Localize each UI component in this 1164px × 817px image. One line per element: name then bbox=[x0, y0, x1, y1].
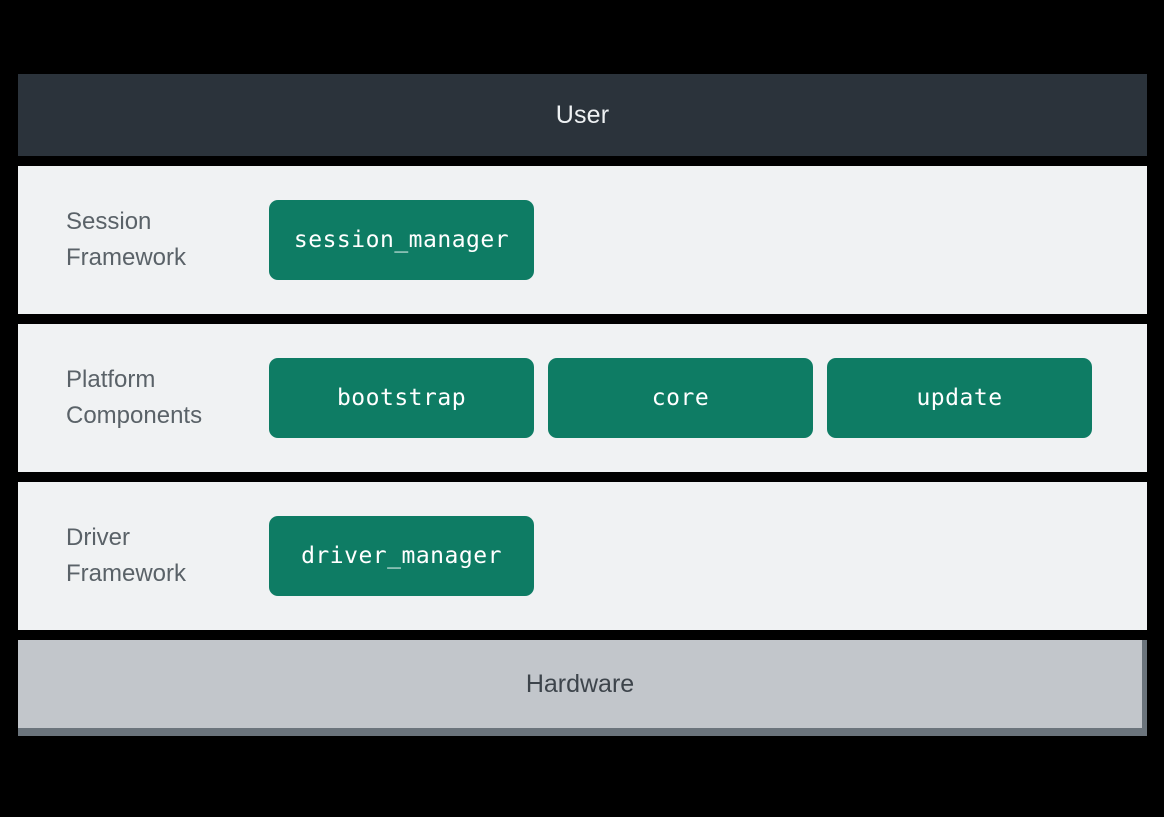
user-layer-label: User bbox=[555, 100, 610, 129]
platform-components-label: Platform Components bbox=[66, 366, 203, 429]
session-framework-layer: Session Framework session_manager bbox=[18, 166, 1147, 314]
platform-components-components: bootstrap core update bbox=[269, 358, 1135, 438]
architecture-diagram: User Session Framework session_manager P… bbox=[18, 74, 1147, 736]
component-session-manager[interactable]: session_manager bbox=[269, 200, 534, 280]
session-framework-label: Session Framework bbox=[66, 208, 187, 271]
driver-framework-layer: Driver Framework driver_manager bbox=[18, 482, 1147, 630]
driver-framework-components: driver_manager bbox=[269, 516, 1135, 596]
component-core[interactable]: core bbox=[548, 358, 813, 438]
platform-components-layer: Platform Components bootstrap core updat… bbox=[18, 324, 1147, 472]
hardware-layer-label: Hardware bbox=[525, 669, 635, 698]
component-bootstrap[interactable]: bootstrap bbox=[269, 358, 534, 438]
session-framework-components: session_manager bbox=[269, 200, 1135, 280]
component-update[interactable]: update bbox=[827, 358, 1092, 438]
component-driver-manager[interactable]: driver_manager bbox=[269, 516, 534, 596]
hardware-layer-band: Hardware bbox=[18, 640, 1147, 736]
driver-framework-label: Driver Framework bbox=[66, 524, 187, 587]
user-layer-band: User bbox=[18, 74, 1147, 156]
